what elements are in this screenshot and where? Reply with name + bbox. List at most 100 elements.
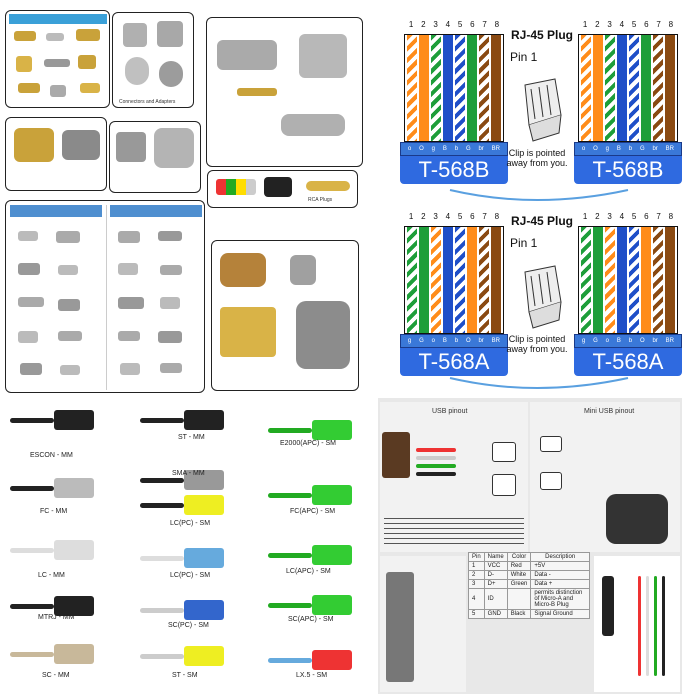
wire-black: [416, 472, 456, 476]
wire: [581, 227, 591, 333]
table-header: Pin: [468, 552, 485, 562]
connector-photo: [16, 56, 32, 72]
table-cell: Red: [506, 561, 532, 571]
fiber-connector-photo: [184, 470, 224, 490]
pin1-label: Pin 1: [510, 50, 538, 64]
jack-code: B: [616, 146, 621, 152]
connector-photo: [50, 85, 66, 97]
wire-bundle: [578, 226, 678, 334]
fiber-cable: [140, 608, 184, 613]
bnc-connector-photo: [217, 40, 277, 70]
rca-cables-photo: [216, 179, 256, 195]
pin-number: 6: [470, 20, 475, 29]
catalog-brochure: [5, 200, 205, 393]
wire: [641, 227, 651, 333]
wire-red: [416, 448, 456, 452]
connector-photo: [76, 29, 100, 41]
connector-photo: [78, 55, 96, 69]
fiber-cable: [268, 493, 312, 498]
usb-pinout-title: USB pinout: [432, 408, 468, 415]
mini-usb-icon: [540, 436, 562, 452]
wire: [491, 227, 501, 333]
fiber-cable: [10, 548, 54, 553]
table-cell: permits distinction of Micro-A and Micro…: [530, 588, 590, 610]
connector-photo: [18, 83, 40, 93]
usb-b-icon: [492, 474, 516, 496]
jack-code: G: [465, 146, 471, 152]
jack-code: o: [605, 338, 609, 344]
brochure-divider: [106, 205, 107, 390]
connector-photo: [125, 57, 149, 85]
pin-number: 5: [457, 20, 463, 29]
fiber-connector-photo: [54, 478, 94, 498]
wire-bundle: [404, 34, 504, 142]
jack-code: b: [628, 146, 633, 152]
connector-photo: [220, 253, 266, 287]
fiber-connector-label: E2000(APC) - SM: [280, 440, 337, 447]
wire: [581, 35, 591, 141]
wire: [431, 227, 441, 333]
jack-code: B: [442, 146, 447, 152]
jack-code: b: [454, 338, 459, 344]
connector-photo: [123, 23, 147, 47]
pin-number: 4: [619, 20, 625, 29]
fiber-connector-label: ST - MM: [178, 434, 205, 441]
catalog-panel-3: [206, 17, 363, 167]
fiber-cable: [140, 556, 184, 561]
wire: [479, 227, 489, 333]
pin-number: 1: [582, 212, 588, 221]
jack-code: o: [581, 146, 586, 152]
rj45-plug-icon: [524, 78, 562, 142]
pin-number: 6: [470, 212, 475, 221]
pin-number: 6: [644, 20, 649, 29]
fiber-connector-photo: [312, 420, 352, 440]
pin-number: 7: [656, 20, 661, 29]
jack-code: g: [407, 338, 412, 344]
mini-usb-photo: [606, 494, 668, 544]
connector-photo: [157, 21, 183, 47]
connector-photo: [62, 130, 100, 160]
fiber-connector-photo: [184, 646, 224, 666]
fiber-connector-label: LC(PC) - SM: [170, 572, 211, 579]
table-cell: D-: [483, 570, 508, 580]
fiber-connector-label: SC(PC) - SM: [168, 622, 209, 629]
standard-label: T-568B: [400, 156, 508, 184]
jack-code: BR: [665, 338, 675, 344]
fiber-connector-photo: [312, 485, 352, 505]
jack-code: br: [652, 146, 658, 152]
pin1-label: Pin 1: [510, 236, 538, 250]
brochure-header: [110, 205, 202, 217]
fiber-connector-photo: [54, 644, 94, 664]
wire: [665, 35, 675, 141]
cable-photo: [602, 576, 614, 636]
wire: [665, 227, 675, 333]
pin-number: 3: [433, 20, 438, 29]
pin-number: 1: [408, 212, 414, 221]
micro-usb-panel: [380, 556, 466, 692]
patch-cable-line: [449, 189, 629, 201]
connector-photo: [159, 61, 183, 87]
standard-label: T-568B: [574, 156, 682, 184]
fiber-cable: [10, 486, 54, 491]
fiber-connector-photo: [312, 545, 352, 565]
table-header: Description: [530, 552, 590, 562]
catalog-header-bar: [9, 14, 107, 24]
jack-code: b: [454, 146, 459, 152]
jack-code: G: [593, 338, 598, 344]
wire: [419, 227, 429, 333]
table-header: Name: [483, 552, 508, 562]
jack-code: g: [431, 146, 435, 152]
fiber-connector-label: LX.5 - SM: [296, 672, 328, 679]
pin-number: 3: [607, 212, 612, 221]
bnc-connector-photo: [299, 34, 347, 78]
mini-usb-icon: [540, 472, 562, 490]
jack-code: O: [465, 338, 471, 344]
